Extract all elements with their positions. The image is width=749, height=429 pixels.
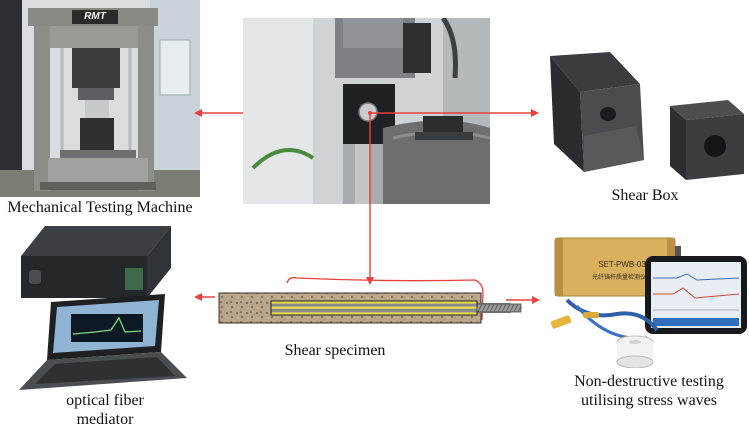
shear-box-photo xyxy=(540,48,749,180)
ndt-caption-line1: Non-destructive testing xyxy=(574,373,724,390)
testing-machine-photo: RMT xyxy=(0,0,200,197)
specimen-caption: Shear specimen xyxy=(284,342,386,359)
ndt-device-model: SET-PWB-03 xyxy=(598,260,646,269)
shear-specimen-diagram xyxy=(215,270,525,334)
machine-caption: Mechanical Testing Machine xyxy=(7,199,193,216)
ndt-device-subtitle: 光纤锚杆质量检测仪 xyxy=(591,274,646,281)
fiber-caption-line2: mediator xyxy=(76,411,134,428)
fiber-caption-line1: optical fiber xyxy=(66,392,144,409)
ndt-caption-line2: utilising stress waves xyxy=(581,392,717,409)
shear-box-caption: Shear Box xyxy=(611,187,679,204)
ndt-device-photo: SET-PWB-03 光纤锚杆质量检测仪 xyxy=(547,230,747,368)
shear-test-closeup-photo xyxy=(243,18,490,204)
machine-brand-plate: RMT xyxy=(72,10,118,24)
optical-fiber-mediator-photo xyxy=(15,218,195,395)
fiber-line xyxy=(286,276,484,321)
